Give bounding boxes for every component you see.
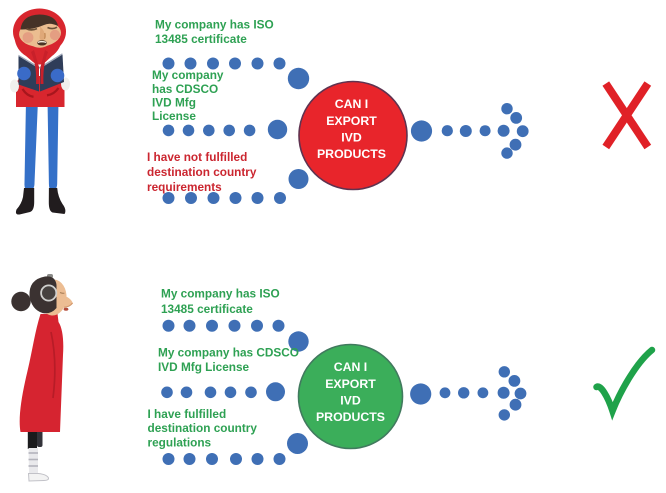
svg-text:CAN I: CAN I <box>335 97 368 111</box>
svg-text:I have not fulfilled: I have not fulfilled <box>147 150 247 164</box>
svg-text:CAN I: CAN I <box>334 360 367 374</box>
svg-text:IVD Mfg: IVD Mfg <box>152 96 196 110</box>
svg-text:PRODUCTS: PRODUCTS <box>316 410 385 424</box>
svg-text:IVD: IVD <box>341 131 362 145</box>
svg-text:License: License <box>152 109 196 123</box>
svg-text:destination country: destination country <box>148 421 258 435</box>
svg-text:regulations: regulations <box>148 436 212 450</box>
svg-text:EXPORT: EXPORT <box>325 377 376 391</box>
svg-text:PRODUCTS: PRODUCTS <box>317 147 386 161</box>
svg-text:I have fulfilled: I have fulfilled <box>148 407 227 421</box>
svg-text:has CDSCO: has CDSCO <box>152 82 218 96</box>
svg-text:13485 certificate: 13485 certificate <box>161 302 253 316</box>
svg-text:13485 certificate: 13485 certificate <box>155 32 247 46</box>
svg-text:requirements: requirements <box>147 180 222 194</box>
svg-text:My company has CDSCO: My company has CDSCO <box>158 346 299 360</box>
svg-text:EXPORT: EXPORT <box>326 114 377 128</box>
svg-text:IVD Mfg License: IVD Mfg License <box>158 360 250 374</box>
svg-text:IVD: IVD <box>340 394 361 408</box>
svg-text:My company has ISO: My company has ISO <box>155 18 274 32</box>
svg-text:destination country: destination country <box>147 165 257 179</box>
svg-text:My company has ISO: My company has ISO <box>161 287 280 301</box>
svg-text:My company: My company <box>152 68 224 82</box>
